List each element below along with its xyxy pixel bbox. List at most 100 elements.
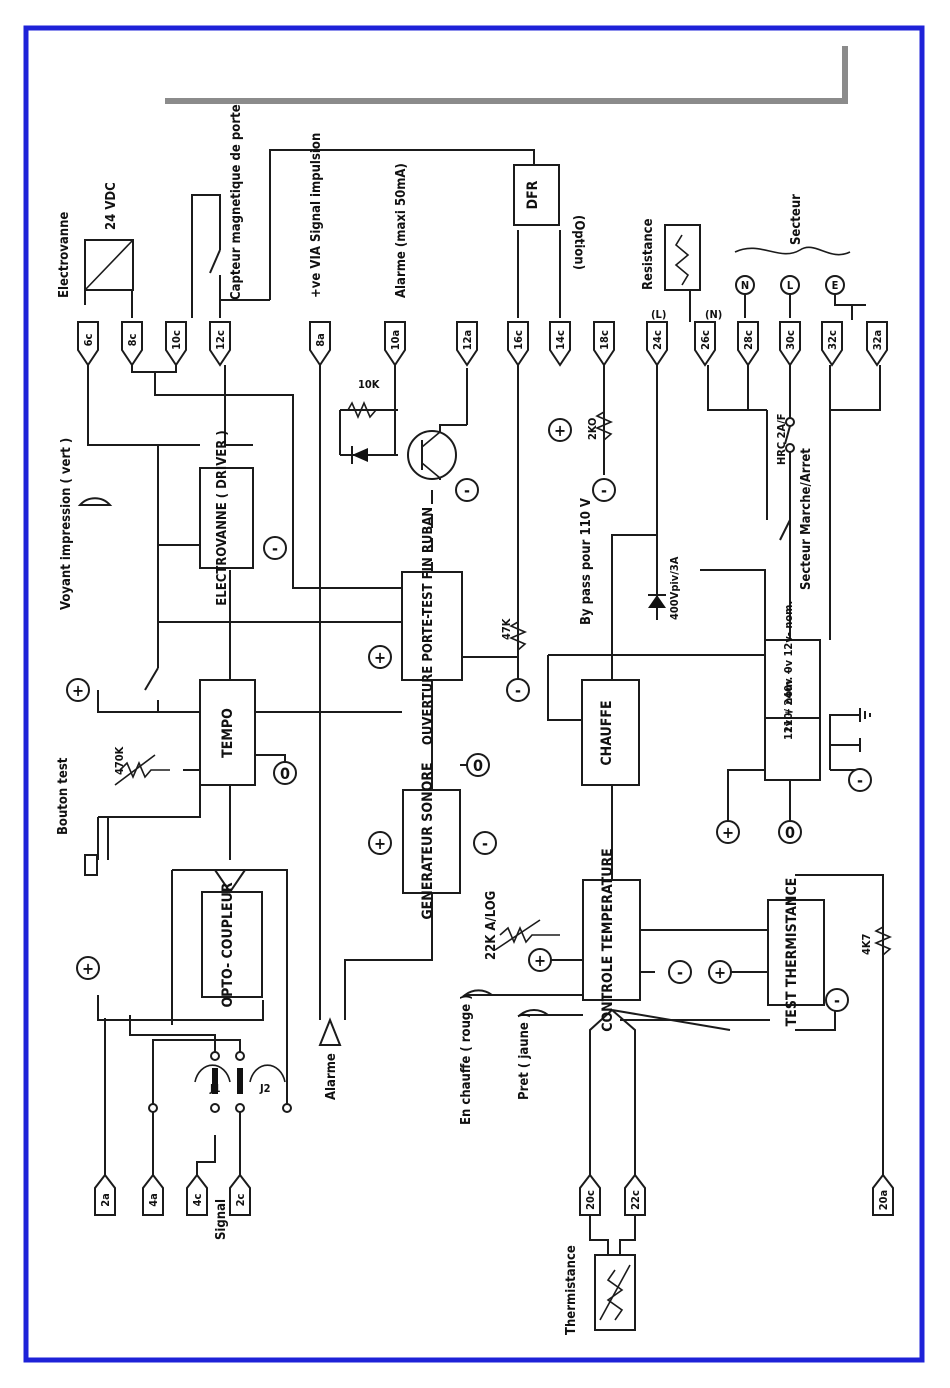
alim-label: 12v + nom. 0v 12v- nom. xyxy=(782,601,795,740)
controle-label: CONTROLE TEMPERATURE xyxy=(600,848,616,1032)
pin-label: 14c xyxy=(554,330,567,350)
label-10k: 10K xyxy=(358,378,380,391)
pin-4c: 4c xyxy=(186,1173,208,1216)
supply-minus-icon xyxy=(473,831,497,855)
block-chauffe: CHAUFFE xyxy=(581,679,640,786)
alim-in-label: 110/ 240v ~ xyxy=(782,667,795,734)
block-generateur-sonore: GENERATEUR SONORE xyxy=(402,762,461,920)
supply-symbol: - xyxy=(272,539,278,558)
diode-1 xyxy=(351,446,368,464)
test-thermistance-label: TEST THERMISTANCE xyxy=(784,878,800,1027)
label-hrc: HRC 2A/F xyxy=(775,413,788,465)
pin-32a: 32a xyxy=(866,321,888,367)
supply-minus-icon xyxy=(455,478,479,502)
supply-zero-icon xyxy=(466,753,490,777)
label-diode: 400Vpiv/3A xyxy=(668,556,681,620)
pin-label: 12c xyxy=(214,330,227,350)
ouverture-label: OUVERTURE PORTE-TEST FIN RUBAN xyxy=(421,507,436,745)
chauffe-label: CHAUFFE xyxy=(599,700,615,765)
label-voyant: Voyant impression ( vert ) xyxy=(59,438,74,610)
opto-label: OPTO- COUPLEUR xyxy=(220,882,236,1007)
tempo-label: TEMPO xyxy=(220,708,236,758)
dfr-label: DFR xyxy=(525,180,541,209)
supply-symbol: + xyxy=(714,963,726,982)
label-2ko: 2KO xyxy=(586,418,599,440)
supply-symbol: + xyxy=(374,834,386,853)
supply-symbol: 0 xyxy=(473,756,483,775)
label-4k7: 4K7 xyxy=(860,933,873,955)
label-capteur: Capteur magnetique de porte xyxy=(229,104,244,300)
label-ve-signal: +ve VIA Signal impulsion xyxy=(309,133,324,298)
transistor xyxy=(407,430,457,480)
pin-14c: 14c xyxy=(549,321,571,367)
supply-plus-icon xyxy=(708,960,732,984)
pin-20c: 20c xyxy=(579,1173,601,1216)
pin-4a: 4a xyxy=(142,1173,164,1216)
supply-zero-icon xyxy=(273,761,297,785)
supply-minus-icon xyxy=(592,478,616,502)
supply-zero-icon xyxy=(778,820,802,844)
pin-label: 28c xyxy=(742,330,755,350)
title-bar-placeholder xyxy=(165,46,848,104)
label-alarme-maxi: Alarme (maxi 50mA) xyxy=(394,163,409,298)
supply-plus-icon xyxy=(716,820,740,844)
node-e: E xyxy=(832,279,839,292)
supply-minus-icon xyxy=(825,988,849,1012)
block-dfr: DFR xyxy=(513,164,560,226)
supply-minus-icon xyxy=(668,960,692,984)
label-22k: 22K A/LOG xyxy=(484,891,499,960)
pin-label: 24c xyxy=(651,330,664,350)
supply-symbol: - xyxy=(515,681,521,700)
pin-24c: 24c xyxy=(646,321,668,367)
pin-20a: 20a xyxy=(872,1173,894,1216)
pin-label: 32a xyxy=(871,330,884,350)
label-47k: 47K xyxy=(500,618,513,640)
label-bouton-test: Bouton test xyxy=(56,757,71,835)
pin-label: 4c xyxy=(191,1193,204,1206)
supply-minus-icon xyxy=(263,536,287,560)
annotations: Signal Bouton test 470K Voyant impressio… xyxy=(56,104,873,1335)
resistors xyxy=(114,224,893,956)
block-ouverture: OUVERTURE PORTE-TEST FIN RUBAN xyxy=(401,507,463,745)
pin-label: 10a xyxy=(389,330,402,350)
pin-label: 10c xyxy=(170,330,183,350)
supply-symbol: - xyxy=(834,991,840,1010)
pin-2c: 2c xyxy=(229,1173,251,1216)
pin-8c: 8c xyxy=(121,321,143,367)
supply-symbol: 0 xyxy=(280,764,290,783)
supply-plus-icon xyxy=(368,645,392,669)
node-l: L xyxy=(787,279,794,292)
pin-label: 16c xyxy=(512,330,525,350)
pin-32c: 32c xyxy=(821,321,843,367)
pin-12c: 12c xyxy=(209,321,231,367)
fuse-hrc xyxy=(784,417,795,453)
label-thermistance: Thermistance xyxy=(564,1245,579,1335)
pin-2a: 2a xyxy=(94,1173,116,1216)
label-470k: 470K xyxy=(113,746,126,775)
supply-plus-icon xyxy=(548,418,572,442)
pin-label: 18c xyxy=(598,330,611,350)
pin-28c: 28c xyxy=(737,321,759,367)
block-opto-coupleur: OPTO- COUPLEUR xyxy=(201,869,263,1008)
switches xyxy=(144,249,791,691)
pin-30c: 30c xyxy=(779,321,801,367)
pin-12a: 12a xyxy=(456,321,478,367)
pin-label: 20c xyxy=(584,1190,597,1210)
pin-label: 2c xyxy=(234,1193,247,1206)
pin-18c: 18c xyxy=(593,321,615,367)
supply-symbol: + xyxy=(82,959,94,978)
jumper-j2: J2 xyxy=(259,1082,271,1095)
supply-symbol: + xyxy=(722,823,734,842)
label-alarme: Alarme xyxy=(324,1053,339,1100)
label-resistance: Resistance xyxy=(641,218,656,290)
generateur-label: GENERATEUR SONORE xyxy=(420,762,436,919)
pin-label: 26c xyxy=(699,330,712,350)
label-electrovanne: Electrovanne xyxy=(57,212,72,298)
label-pret: Pret ( jaune ) xyxy=(517,1013,532,1100)
supply-symbol: + xyxy=(374,648,386,667)
pin-label: 22c xyxy=(629,1190,642,1210)
pin-10a: 10a xyxy=(384,321,406,367)
supply-symbols: ++0-+0+---+-+-+-+0- xyxy=(66,418,872,1012)
supply-symbol: 0 xyxy=(785,823,795,842)
